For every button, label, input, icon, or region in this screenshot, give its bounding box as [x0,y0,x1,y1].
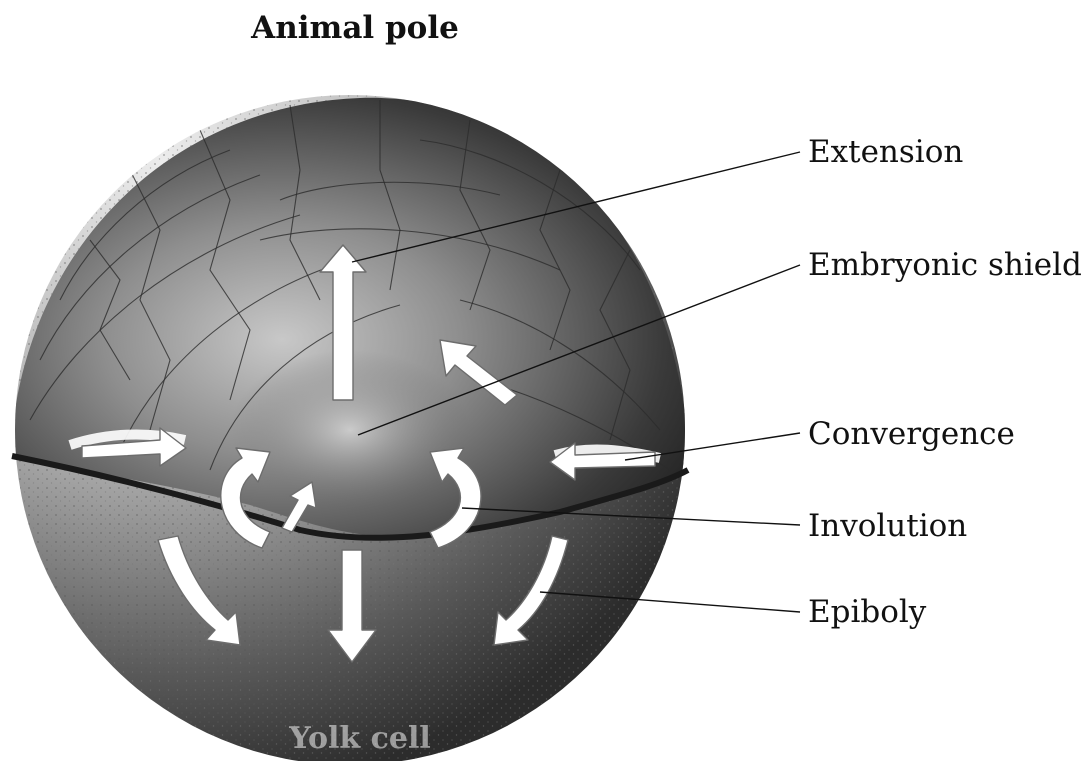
label-involution: Involution [808,508,967,544]
label-convergence: Convergence [808,416,1015,452]
label-extension: Extension [808,134,963,170]
yolk-cell-label: Yolk cell [288,721,431,756]
label-epiboly: Epiboly [808,594,927,630]
animal-pole-title: Animal pole [250,10,459,46]
label-embryonic-shield: Embryonic shield [808,247,1082,283]
